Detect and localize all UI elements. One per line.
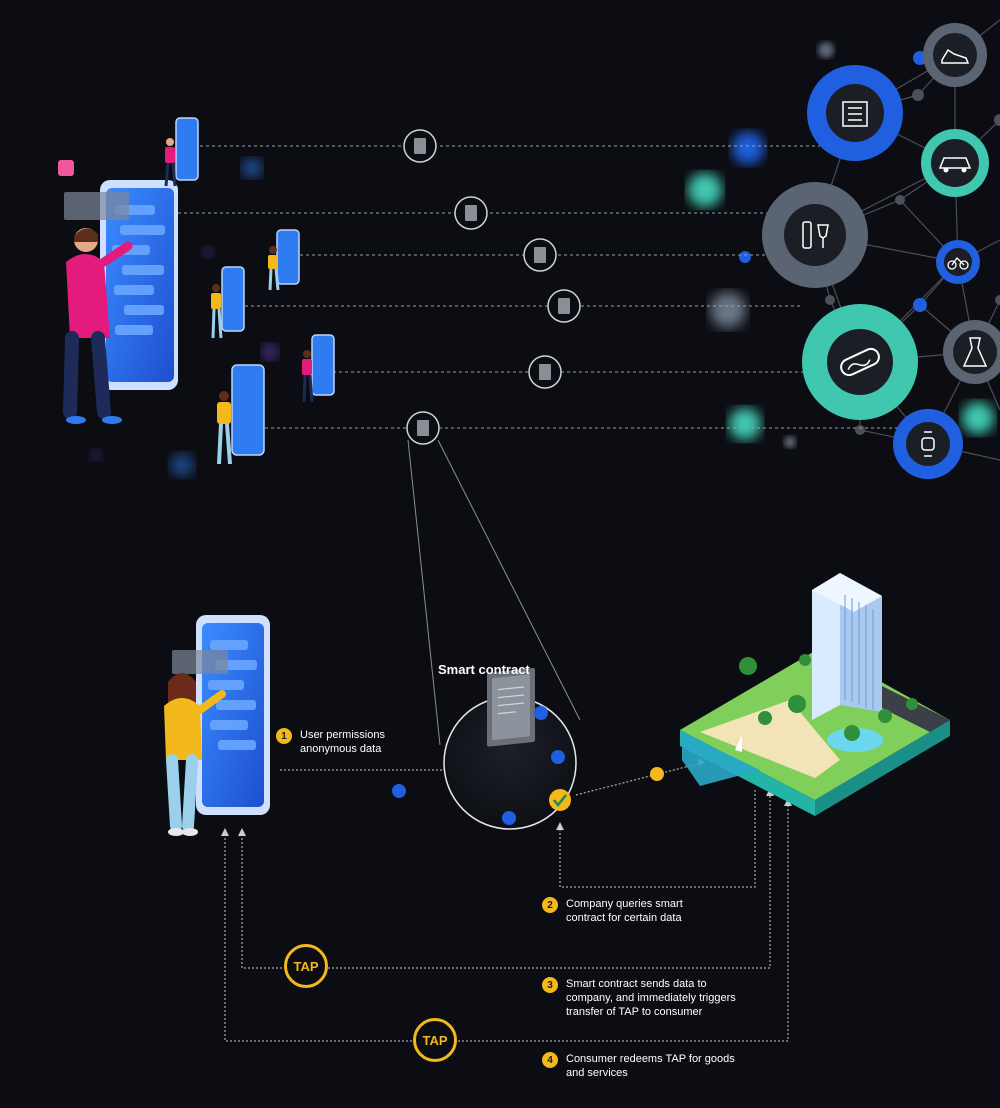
wine-icon	[762, 182, 868, 288]
step-number: 1	[276, 728, 292, 744]
step-text: Company queries smart contract for certa…	[566, 898, 683, 924]
watch-icon	[893, 409, 963, 479]
data-dot	[392, 784, 406, 798]
network-nodes	[825, 51, 1000, 435]
step-text: Consumer redeems TAP for goods and servi…	[566, 1053, 735, 1079]
car-icon	[921, 129, 989, 197]
user-phone-5	[217, 364, 265, 465]
dress-icon	[943, 320, 1000, 384]
hotdog-icon	[802, 304, 918, 420]
step-2: 2 Company queries smart contract for cer…	[542, 897, 686, 925]
smart-contract-title: Smart contract	[438, 662, 530, 677]
step-1: 1 User permissions anonymous data	[276, 728, 420, 756]
data-packet-icon	[547, 289, 581, 323]
consumer-illustration	[164, 615, 270, 836]
data-packet-icon	[523, 238, 557, 272]
step-number: 4	[542, 1052, 558, 1068]
step-number: 3	[542, 977, 558, 993]
category-bubbles	[762, 23, 1000, 479]
step-4: 4 Consumer redeems TAP for goods and ser…	[542, 1052, 736, 1080]
tap-token-2: TAP	[413, 1018, 457, 1062]
data-packet-icon	[528, 355, 562, 389]
data-packet-icon	[406, 411, 440, 445]
user-phone-2	[268, 229, 300, 291]
bicycle-icon	[936, 240, 980, 284]
zoom-cone	[407, 439, 581, 746]
hotel-icon	[807, 65, 903, 161]
step-number: 2	[542, 897, 558, 913]
token-dot	[650, 767, 664, 781]
smart-contract	[443, 667, 577, 830]
heart-icon	[58, 160, 74, 176]
company-illustration	[680, 573, 950, 816]
step-3: 3 Smart contract sends data to company, …	[542, 977, 746, 1019]
sneaker-icon	[923, 23, 987, 87]
step-text: Smart contract sends data to company, an…	[566, 978, 736, 1018]
user-phone-4	[302, 334, 335, 403]
user-phone-3	[211, 266, 245, 339]
user-phones	[164, 117, 335, 465]
main-phone-illustration	[58, 160, 178, 424]
bottom-flow-lines	[224, 761, 789, 1042]
step-text: User permissions anonymous data	[300, 729, 385, 755]
user-phone-1	[164, 117, 199, 187]
data-packet-icon	[403, 129, 437, 163]
tap-token-1: TAP	[284, 944, 328, 988]
data-packets	[403, 129, 581, 445]
data-packet-icon	[454, 196, 488, 230]
check-icon	[549, 789, 571, 811]
bokeh-lights	[90, 42, 994, 477]
